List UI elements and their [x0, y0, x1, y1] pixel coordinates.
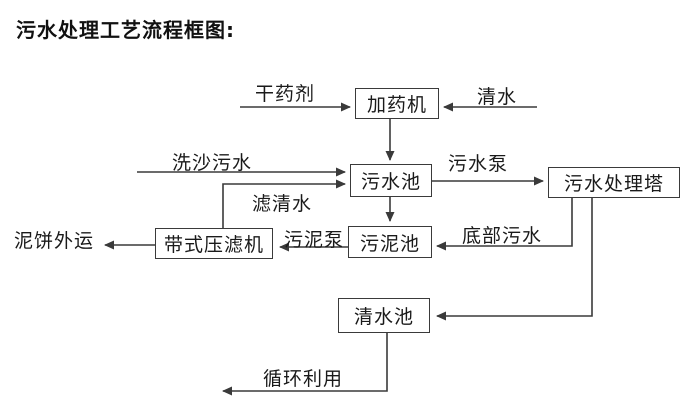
page-title: 污水处理工艺流程框图:: [16, 18, 235, 42]
box-treatment-tower: 污水处理塔: [548, 167, 680, 198]
label-sludge-pump: 污泥泵: [284, 229, 345, 251]
box-clear-water-pool: 清水池: [338, 298, 430, 333]
box-sewage-pool: 污水池: [350, 164, 432, 197]
box-belt-filter-press: 带式压滤机: [155, 228, 273, 259]
label-recycle-reuse: 循环利用: [263, 368, 344, 390]
label-bottom-sewage: 底部污水: [462, 225, 543, 247]
box-dosing-machine: 加药机: [355, 88, 439, 119]
label-filtered-water: 滤清水: [252, 193, 313, 215]
label-sewage-pump: 污水泵: [448, 153, 509, 175]
label-sand-washing-sewage: 洗沙污水: [172, 152, 253, 174]
box-sludge-pool: 污泥池: [348, 226, 432, 258]
label-clear-water: 清水: [477, 86, 518, 108]
label-dry-chemical: 干药剂: [255, 83, 316, 105]
label-mud-cake-out: 泥饼外运: [14, 230, 95, 252]
